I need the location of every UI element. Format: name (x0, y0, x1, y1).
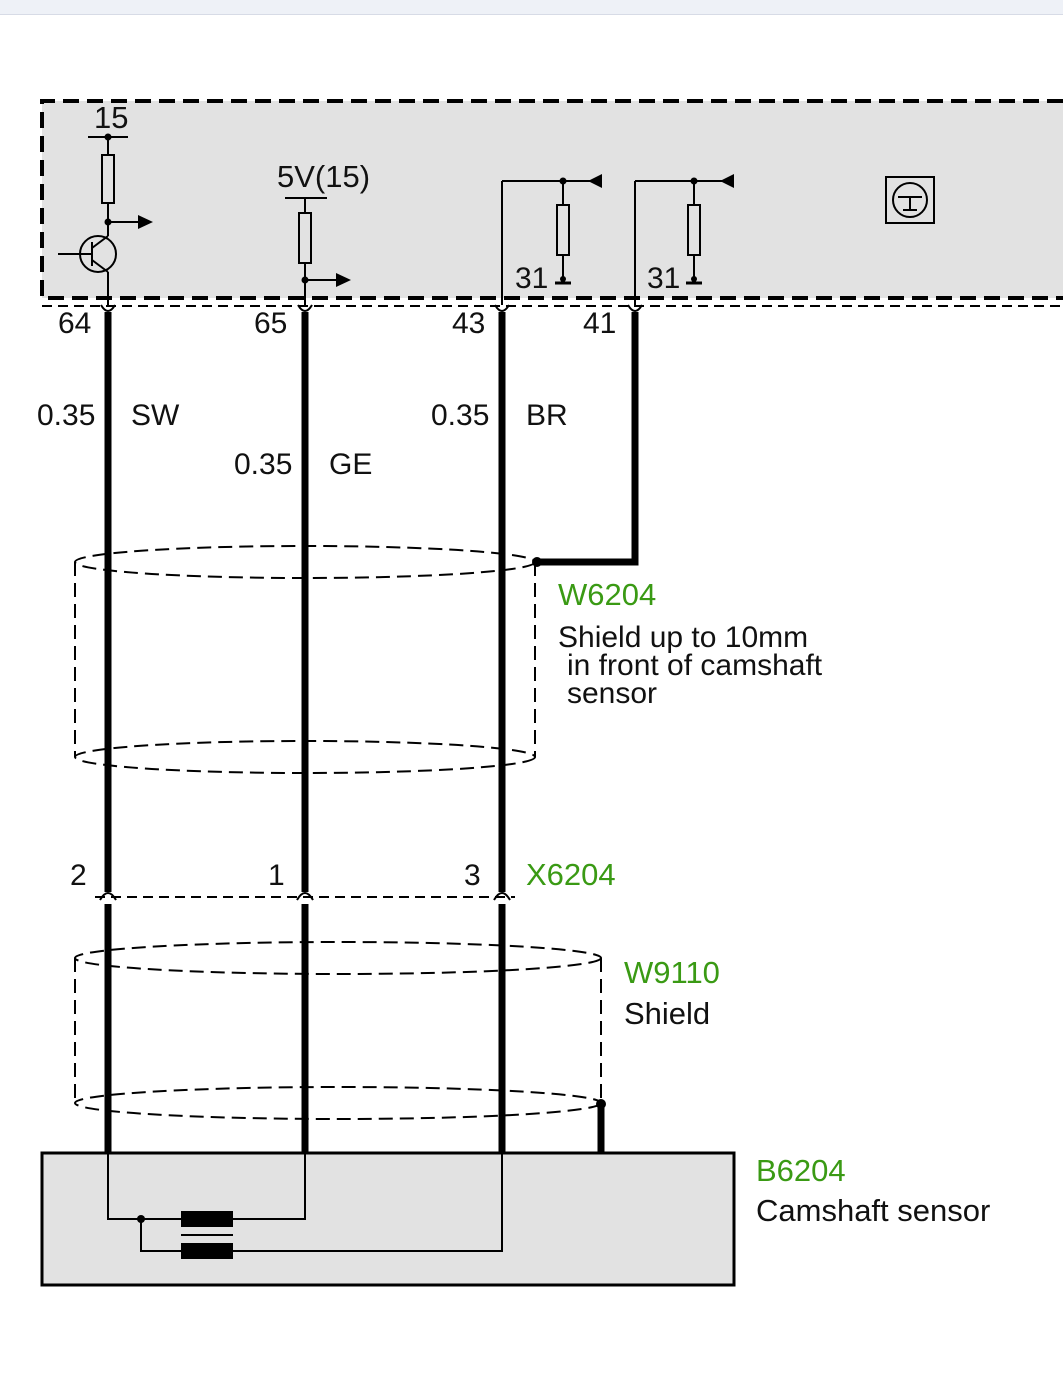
engine-sensor-icon (885, 176, 935, 224)
supply-5v-circuit (285, 197, 351, 305)
ground-31-label-2: 31 (647, 262, 680, 295)
connector-pin-1: 1 (268, 859, 285, 892)
wire-shield-drain (537, 312, 639, 566)
wire-br-color: BR (526, 399, 568, 432)
camshaft-sensor-box (40, 1151, 736, 1287)
ecu-pin-sockets (100, 304, 643, 312)
supply-15-label: 15 (94, 100, 128, 135)
pin-43-label: 43 (452, 307, 485, 340)
pin-65-label: 65 (254, 307, 287, 340)
transistor-circuit (58, 133, 153, 305)
wire-br-gauge: 0.35 (431, 399, 489, 432)
sensor-id: B6204 (756, 1153, 846, 1188)
ground-circuit-43 (501, 174, 602, 305)
pin-41-label: 41 (583, 307, 616, 340)
wire-harness (104, 312, 639, 1153)
ground-circuit-41 (634, 174, 734, 305)
connector-pin-3: 3 (464, 859, 481, 892)
sensor-desc: Camshaft sensor (756, 1193, 990, 1228)
shield-w6204-desc-3: sensor (567, 677, 657, 710)
shield-w9110-desc: Shield (624, 996, 710, 1031)
wire-sw-gauge: 0.35 (37, 399, 95, 432)
connector-x6204 (95, 892, 515, 901)
shield-w6204-desc-1: Shield up to 10mm (558, 621, 808, 654)
wire-sw-color: SW (131, 399, 180, 432)
ground-31-label-1: 31 (515, 262, 548, 295)
top-bar (0, 0, 1063, 15)
pin-64-label: 64 (58, 307, 91, 340)
wire-ge-color: GE (329, 448, 372, 481)
supply-5v-label: 5V(15) (277, 159, 370, 194)
shield-w6204-desc-2: in front of camshaft (567, 649, 823, 682)
shield-w9110-id: W9110 (624, 955, 720, 990)
connector-id: X6204 (526, 857, 616, 892)
wire-ge-gauge: 0.35 (234, 448, 292, 481)
shield-w6204-id: W6204 (558, 577, 656, 612)
connector-pin-2: 2 (70, 859, 87, 892)
shield-w9110 (74, 941, 602, 1120)
sensor-element-icon (181, 1211, 233, 1227)
